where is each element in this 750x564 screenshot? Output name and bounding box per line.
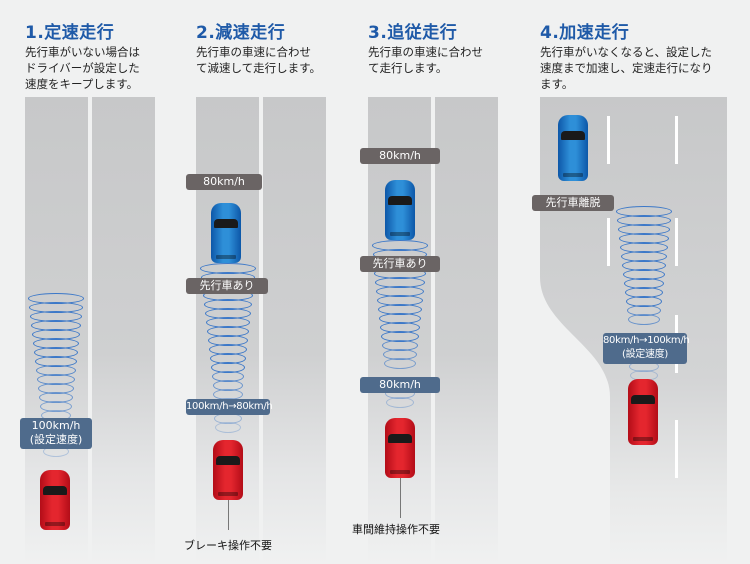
own-speed-label: 80km/h (360, 377, 440, 393)
lead-car-icon (211, 203, 241, 263)
departing-lead-car-icon (558, 115, 588, 181)
lead-car-icon (385, 180, 415, 240)
panel-following: 3.追従走行 先行車の車速に合わせ て走行します。 80km/h 先行車あり 8… (352, 0, 530, 564)
own-speed-label: 100km/h (設定速度) (20, 418, 92, 449)
panel-constant-speed: 1.定速走行 先行車がいない場合は ドライバーが設定した 速度をキープします。 … (0, 0, 180, 564)
panel-title: 1.定速走行 (25, 23, 115, 43)
road-merge (540, 97, 727, 564)
own-speed-label: 100km/h→80km/h (186, 399, 273, 415)
lead-speed-label: 80km/h (186, 174, 262, 190)
lane-marking (675, 420, 678, 478)
lead-status-label: 先行車離脱 (532, 195, 614, 211)
leader-line (228, 500, 229, 530)
leader-line (400, 478, 401, 518)
panel-title: 2.減速走行 (196, 23, 286, 43)
own-car-icon (40, 470, 70, 530)
lead-speed-label: 80km/h (360, 148, 440, 164)
own-car-icon (628, 379, 658, 445)
lead-status-label: 先行車あり (186, 278, 268, 294)
panel-description: 先行車の車速に合わせ て走行します。 (368, 45, 483, 75)
road-lane-right (263, 97, 326, 564)
panel-title: 3.追従走行 (368, 23, 458, 43)
callout-note: 車間維持操作不要 (352, 523, 440, 536)
own-car-icon (385, 418, 415, 478)
own-speed-label: 80km/h→100km/h (設定速度) (603, 333, 690, 364)
panel-description: 先行車がいない場合は ドライバーが設定した 速度をキープします。 (25, 45, 140, 91)
panel-acceleration: 4.加速走行 先行車がいなくなると、設定した 速度まで加速し、定速走行になり ま… (530, 0, 750, 564)
lane-marking (607, 218, 610, 266)
lane-marking (675, 116, 678, 164)
callout-note: ブレーキ操作不要 (184, 539, 272, 552)
road-lane-right (92, 97, 155, 564)
lane-marking (607, 116, 610, 164)
road-lane-right (435, 97, 498, 564)
lane-marking (675, 218, 678, 266)
own-car-icon (213, 440, 243, 500)
panel-description: 先行車の車速に合わせ て減速して走行します。 (196, 45, 322, 75)
panel-description: 先行車がいなくなると、設定した 速度まで加速し、定速走行になり ます。 (540, 45, 713, 91)
lead-status-label: 先行車あり (360, 256, 440, 272)
panel-title: 4.加速走行 (540, 23, 630, 43)
panel-deceleration: 2.減速走行 先行車の車速に合わせ て減速して走行します。 80km/h 先行車… (180, 0, 360, 564)
